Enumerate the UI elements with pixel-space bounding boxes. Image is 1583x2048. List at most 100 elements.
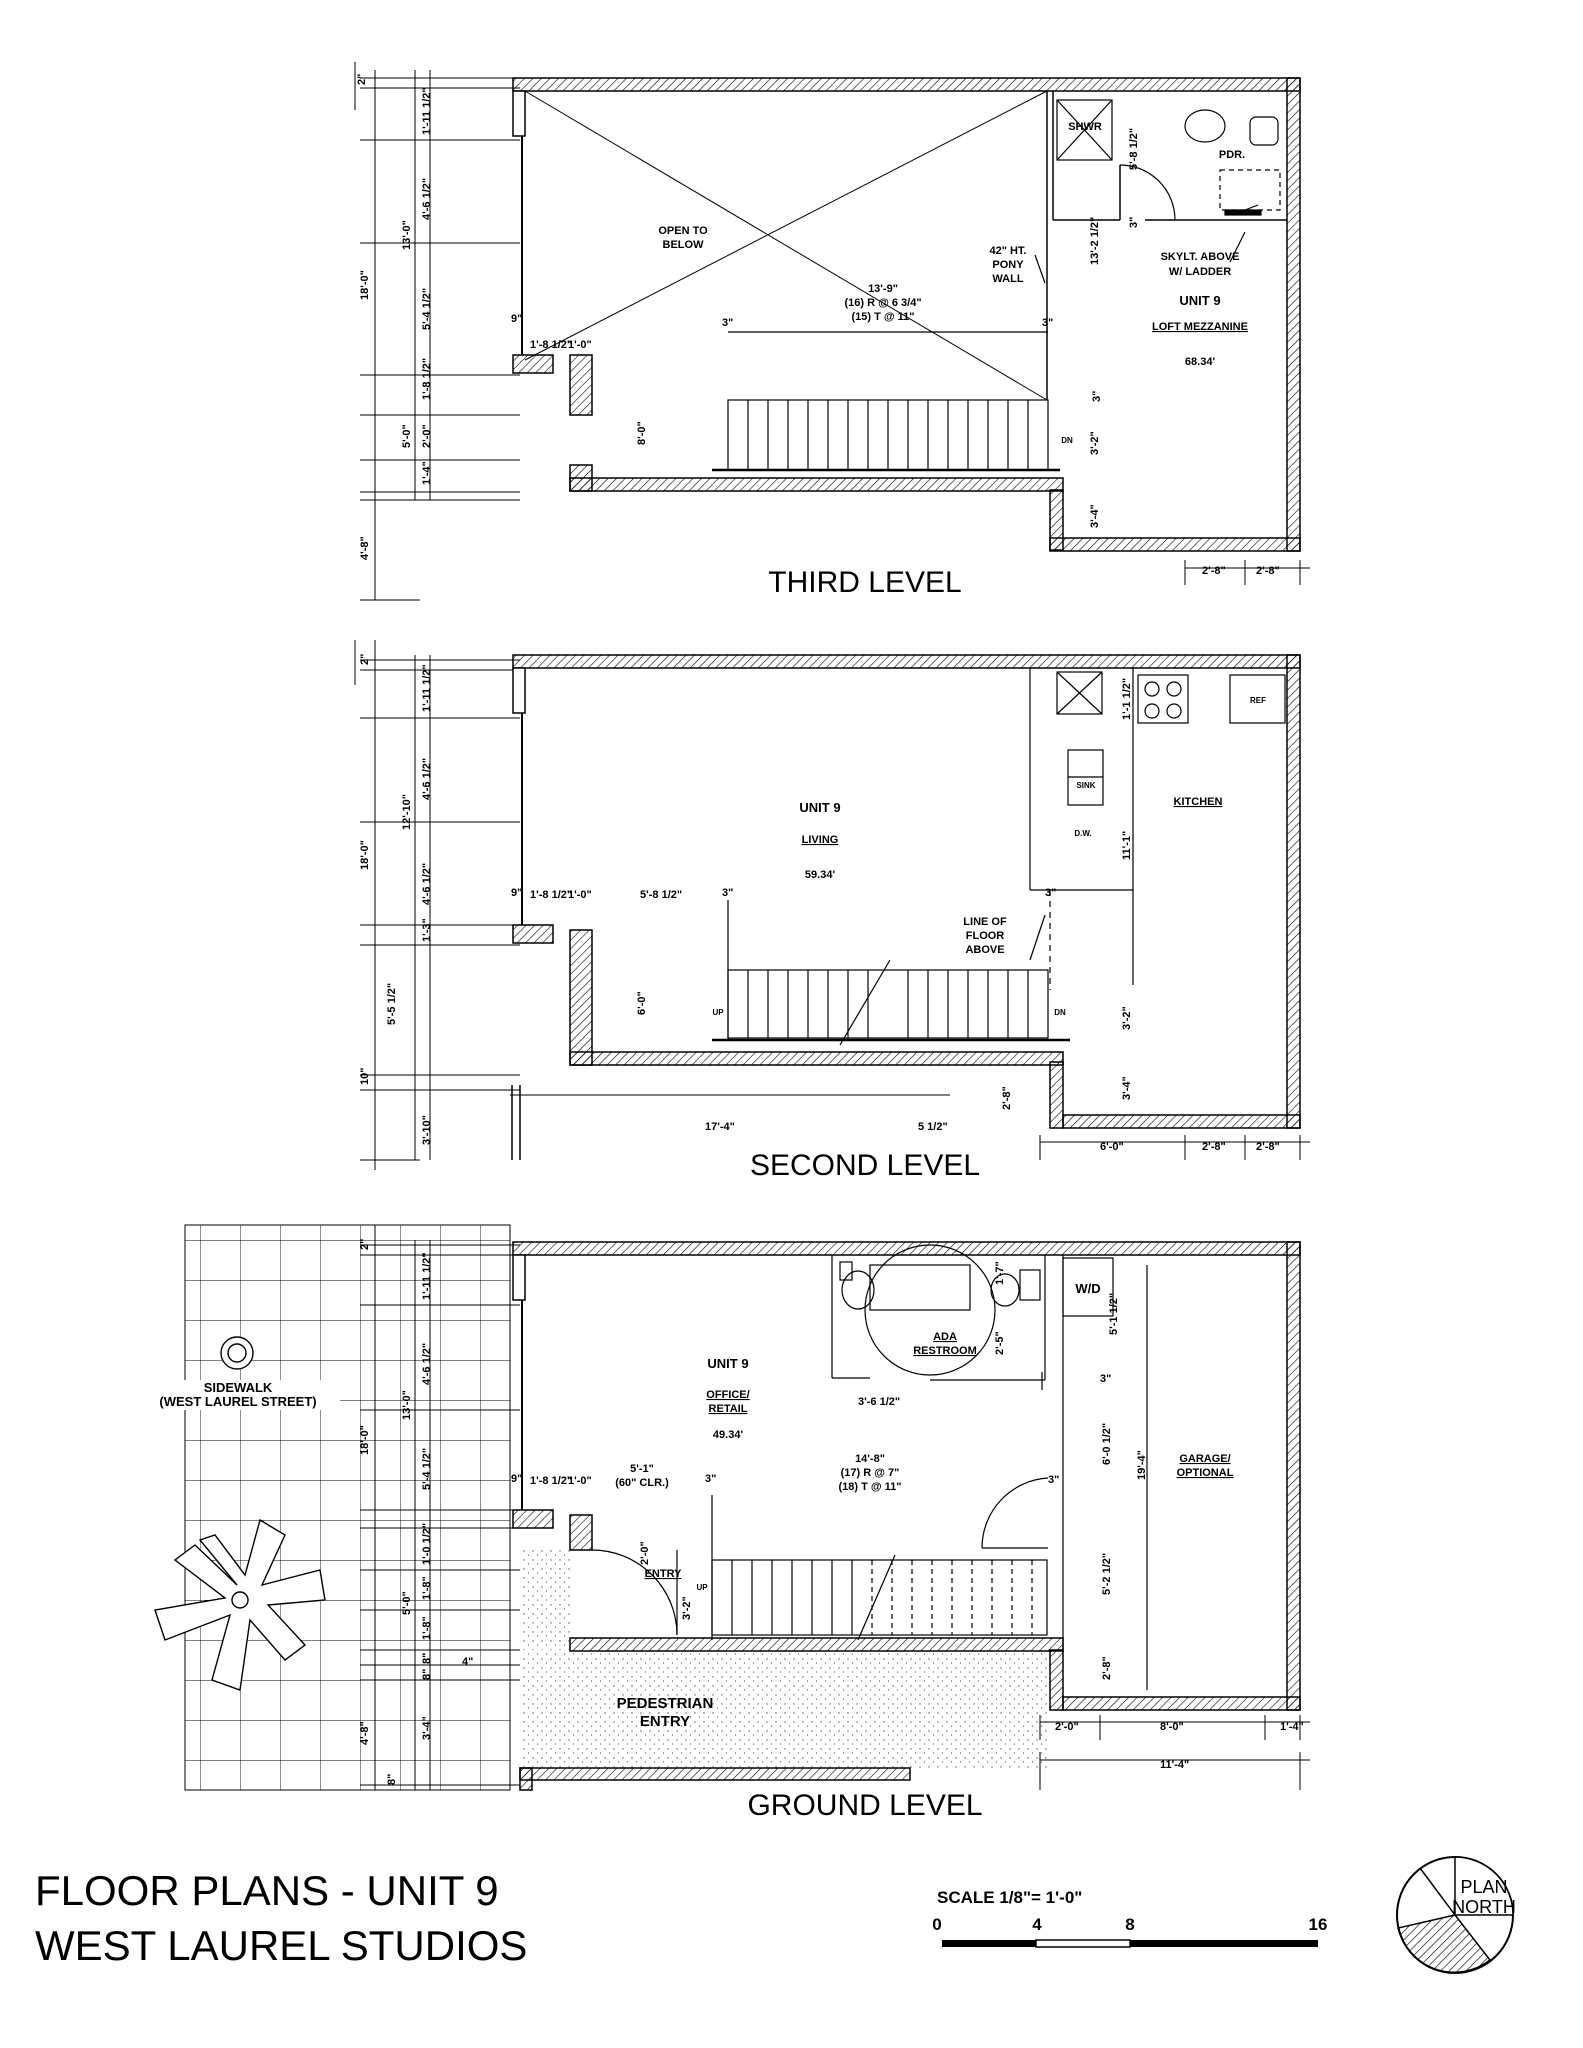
dim-text: 1'-4" [1280,1721,1304,1733]
third-stair [712,331,1060,472]
dim-text: 1'-0" [568,339,592,351]
sheet-title-line1: FLOOR PLANS - UNIT 9 [35,1867,499,1914]
second-walls [511,654,1301,1160]
pony-wall-label-2: PONY [992,259,1024,271]
washer-dryer-label: W/D [1075,1281,1100,1296]
dim-text: 6'-0 1/2" [1101,1423,1113,1465]
open-to-below-area [524,90,1048,401]
third-dimension-text: 2" 1'-11 1/2" 4'-6 1/2" 5'-4 1/2" 1'-8 1… [356,74,1280,577]
dim-text: 5'-4 1/2" [421,288,433,330]
pedestrian-entry-label-2: ENTRY [640,1713,690,1730]
third-level-plan: OPEN TO BELOW SHWR PDR. SKYLT. ABOVE W/ … [354,62,1310,601]
ground-dimension-text: 2" 1'-11 1/2" 4'-6 1/2" 5'-4 1/2" 1'-0 1… [359,1239,1304,1785]
dim-text: 6'-0" [636,991,648,1015]
loft-mezzanine-label: LOFT MEZZANINE [1152,321,1248,333]
dim-text: 2'-8" [1001,1086,1013,1110]
dim-text: 13'-2 1/2" [1089,217,1101,265]
dim-text: 1'-8" [421,1616,433,1640]
garage-label-2: OPTIONAL [1177,1467,1234,1479]
dim-text: 18'-0" [359,270,371,300]
line-of-floor-label-2: FLOOR [966,930,1005,942]
ground-dimension-lines [360,1225,520,1790]
dim-text: 10" [359,1068,371,1085]
dim-text: 5 1/2" [918,1121,948,1133]
third-bottom-dims [1184,560,1310,585]
third-dimension-lines [354,62,520,601]
entry-paving [520,1550,570,1650]
dim-text: 5'-1 1/2" [1108,1293,1120,1335]
dim-text: 1'-8" [421,1576,433,1600]
dim-text: 2'-5" [994,1331,1006,1355]
office-retail-label: OFFICE/ [706,1389,749,1401]
ref-label: REF [1250,696,1266,705]
dim-text: 5'-0" [401,1591,413,1615]
dim-text: 8'-0" [1160,1721,1184,1733]
dim-text: 3" [1042,317,1053,329]
dim-text: 2'-8" [1202,565,1226,577]
dim-text: 4'-6 1/2" [421,178,433,220]
refrigerator-fixture [1229,674,1286,724]
dim-text: 2" [359,654,371,665]
ground-toilet-fixture [841,1270,875,1310]
dim-text: 9" [511,887,522,899]
dim-text: 5'-8 1/2" [640,889,682,901]
third-stair-risers: (16) R @ 6 3/4" [844,297,921,309]
third-labels: OPEN TO BELOW SHWR PDR. SKYLT. ABOVE W/ … [658,121,1248,445]
dim-text: 3" [1128,217,1140,228]
dim-text: 3'-4" [1089,504,1101,528]
skylight-label: SKYLT. ABOVE [1161,251,1240,263]
garage-label: GARAGE/ [1179,1453,1230,1465]
scale-tick-16: 16 [1309,1915,1328,1934]
dim-text: 5'-5 1/2" [386,983,398,1025]
third-down-label: DN [1061,436,1073,445]
third-area-label: 68.34' [1185,356,1216,368]
clear-width-label-2: (60" CLR.) [615,1477,669,1489]
dim-text: 1'-8 1/2" [530,339,572,351]
scale-bar-segment [1035,1939,1131,1948]
dim-text: 2'-0" [1055,1721,1079,1733]
dim-text: 1'-3" [421,918,433,942]
dim-text: 5'-0" [401,424,413,448]
ada-turning-circle [864,1244,996,1376]
range-fixture [1137,674,1189,724]
street-tree-symbol [154,1336,326,1691]
dim-text: 18'-0" [359,840,371,870]
dim-text: 3'-10" [421,1115,433,1145]
open-to-below-label-2: BELOW [663,239,705,251]
toilet-fixture [1184,109,1226,143]
dim-text: 4'-6 1/2" [421,863,433,905]
north-arrow: PLAN NORTH [1396,1856,1516,1974]
ground-level-plan: SIDEWALK (WEST LAUREL STREET) UNIT 9 OFF… [120,1224,1310,1822]
line-of-floor-label: LINE OF [963,916,1007,928]
dim-text: 4'-8" [359,536,371,560]
north-arrow-pointer [1397,1914,1492,1973]
scale-bar-segment [942,1940,1036,1947]
dim-text: 6'-0" [1100,1141,1124,1153]
pedestrian-entry-label: PEDESTRIAN [617,1695,714,1712]
sheet-title-line2: WEST LAUREL STUDIOS [35,1922,527,1969]
sidewalk-street-label: (WEST LAUREL STREET) [159,1394,316,1409]
ground-stair-treads: (18) T @ 11" [838,1481,901,1493]
dim-text: 1'-11 1/2" [421,1252,433,1300]
second-level-title: SECOND LEVEL [750,1149,980,1182]
dim-text: 5'-2 1/2" [1101,1553,1113,1595]
dim-text: 4'-6 1/2" [421,758,433,800]
second-bottom-dims [1039,1135,1310,1160]
ground-stair-run: 14'-8" [855,1453,885,1465]
dim-text: 8" [386,1774,398,1785]
ground-up-label: UP [696,1583,708,1592]
dim-text: 1'-1 1/2" [1121,678,1133,720]
scale-tick-8: 8 [1125,1915,1134,1934]
dim-text: 2'-8" [1256,565,1280,577]
ground-level-title: GROUND LEVEL [747,1789,982,1822]
ground-stair [591,1495,1048,1641]
second-dimension-lines [354,640,950,1170]
dim-text: 13'-0" [401,220,413,250]
dim-text: 8'-0" [636,421,648,445]
washer-dryer-garage [981,1255,1148,1690]
third-stair-treads: (15) T @ 11" [851,311,914,323]
dim-text: 3'-2" [681,1596,693,1620]
dim-text: 3'-2" [1089,431,1101,455]
second-level-plan: UNIT 9 LIVING 59.34' KITCHEN REF SINK D.… [354,640,1310,1182]
